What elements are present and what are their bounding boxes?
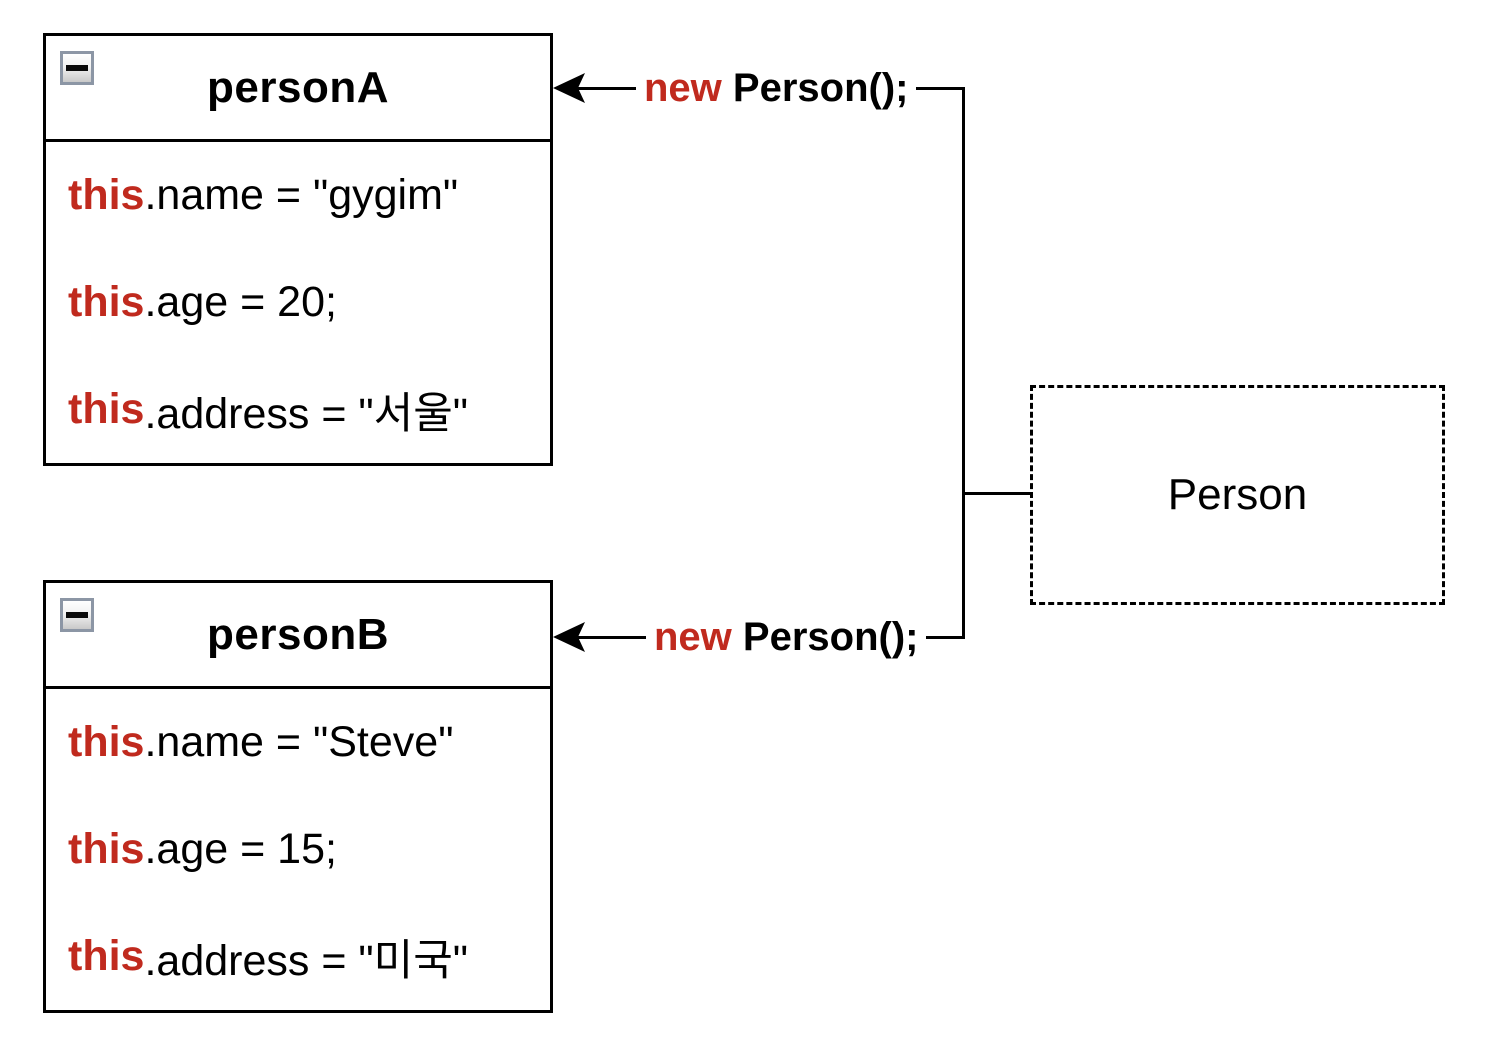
object-title: personA <box>207 62 389 112</box>
this-keyword: this <box>68 171 145 219</box>
arrowhead-icon <box>553 73 585 103</box>
this-keyword: this <box>68 825 145 873</box>
property-text: .address = "서울" <box>144 389 469 438</box>
object-box-personA[interactable]: personA this.name = "gygim" this.age = 2… <box>43 33 553 466</box>
object-box-personB[interactable]: personB this.name = "Steve" this.age = 1… <box>43 580 553 1013</box>
property-text: .name = "gygim" <box>144 171 459 219</box>
minus-icon <box>66 612 88 618</box>
object-box-header: personB <box>46 583 550 689</box>
constructor-text: Person(); <box>731 615 919 659</box>
object-box-body: this.name = "Steve" this.age = 15; this.… <box>46 689 550 1010</box>
minus-icon <box>66 65 88 71</box>
property-text: .address = "미국" <box>144 936 469 985</box>
new-keyword: new <box>644 66 722 110</box>
property-row: this.address = "서울" <box>46 356 550 463</box>
property-text: .age = 20; <box>144 278 337 326</box>
constructor-call-label: new Person(); <box>646 613 927 661</box>
connector-line-trunk <box>962 87 965 639</box>
new-keyword: new <box>654 615 732 659</box>
this-keyword: this <box>68 718 145 766</box>
property-row: this.age = 20; <box>46 249 550 356</box>
arrowhead-icon <box>553 622 585 652</box>
this-keyword: this <box>68 385 145 433</box>
constructor-text: Person(); <box>721 66 909 110</box>
property-row: this.age = 15; <box>46 796 550 903</box>
collapse-button[interactable] <box>60 598 94 632</box>
property-text: .age = 15; <box>144 825 337 873</box>
class-label: Person <box>1167 470 1308 519</box>
property-text: .name = "Steve" <box>144 718 454 766</box>
connector-line-class-stub <box>962 492 1032 495</box>
object-box-header: personA <box>46 36 550 142</box>
property-row: this.name = "gygim" <box>46 142 550 249</box>
object-title: personB <box>207 609 389 659</box>
class-box-person[interactable]: Person <box>1030 385 1445 605</box>
this-keyword: this <box>68 932 145 980</box>
collapse-button[interactable] <box>60 51 94 85</box>
property-row: this.address = "미국" <box>46 903 550 1010</box>
object-box-body: this.name = "gygim" this.age = 20; this.… <box>46 142 550 463</box>
property-row: this.name = "Steve" <box>46 689 550 796</box>
this-keyword: this <box>68 278 145 326</box>
constructor-call-label: new Person(); <box>636 64 917 112</box>
